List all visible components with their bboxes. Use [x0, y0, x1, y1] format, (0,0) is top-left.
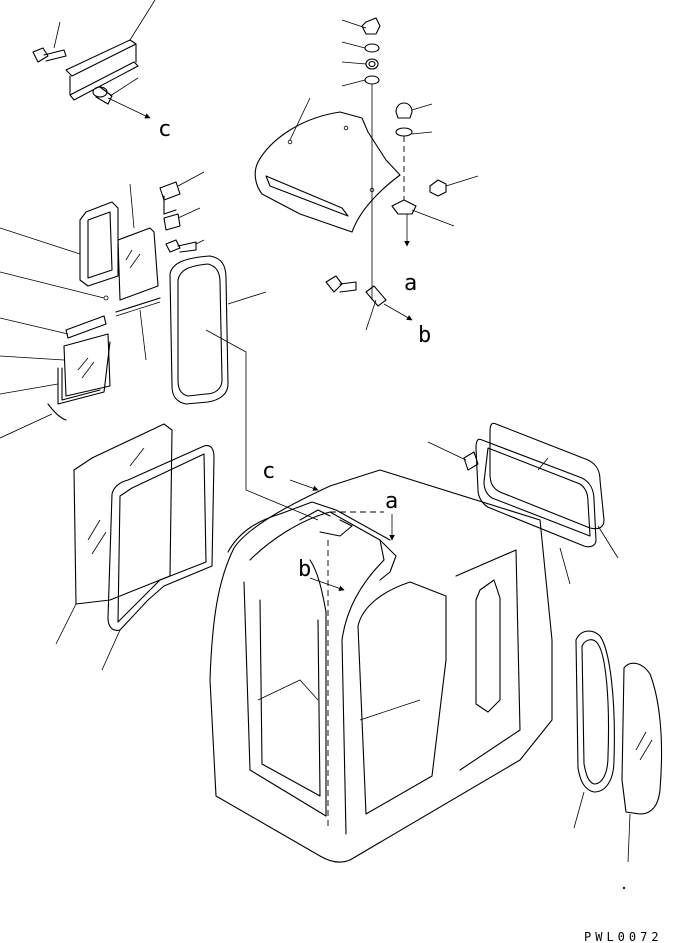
ref-label-a-top: a	[404, 271, 417, 296]
acorn-nut-icon	[395, 102, 413, 119]
door-glass-group	[55, 423, 215, 671]
nut-icon	[361, 17, 381, 35]
hex-nut-icon	[429, 179, 447, 197]
cab-frame	[209, 469, 553, 863]
window-glass-icon-3	[73, 423, 173, 605]
roof-cover-icon	[254, 111, 401, 233]
seal-rubber-icon-2	[169, 255, 229, 405]
seal-rubber-icon-5	[575, 630, 615, 793]
washer-icon-3	[364, 75, 380, 85]
washer-icon-2	[365, 58, 379, 70]
seal-rubber-icon-4	[475, 438, 597, 548]
mid-window-seal	[169, 255, 267, 405]
right-lower-window	[573, 630, 663, 890]
hinge-bracket-group: c	[32, 0, 171, 142]
left-window-parts	[0, 171, 205, 439]
ref-label-a-cab: a	[385, 489, 398, 514]
fastener-stack	[341, 17, 381, 300]
bolt-icon-3	[165, 239, 197, 253]
seal-rubber-icon-3	[107, 445, 215, 631]
window-glass-icon-4	[489, 422, 605, 530]
washer-icon	[364, 43, 380, 53]
bolt-icon-2	[325, 275, 357, 293]
ref-label-b-cab: b	[298, 557, 311, 582]
drawing-code: PWL0072	[584, 930, 663, 943]
bolt-icon	[32, 47, 67, 63]
right-upper-window	[427, 422, 619, 585]
window-glass-icon-5	[621, 662, 663, 815]
bracket-icon	[65, 39, 137, 77]
ref-label-c-cab: c	[262, 459, 275, 484]
bracket-icon-2	[391, 199, 417, 215]
seal-rubber-icon	[79, 201, 119, 287]
ref-label-b-top: b	[418, 323, 431, 348]
cab-frame-icon	[209, 469, 553, 863]
roof-hardware: a	[391, 102, 479, 296]
window-glass-icon-2	[63, 333, 111, 397]
cab-reference-lines: c b a	[205, 329, 398, 591]
roof-cover	[254, 97, 401, 233]
ref-label-c-top: c	[158, 117, 171, 142]
roof-bolt-group: b	[325, 275, 431, 348]
window-glass-icon	[117, 227, 159, 301]
bushing-icon	[92, 86, 108, 98]
bracket-icon-3	[159, 181, 181, 215]
